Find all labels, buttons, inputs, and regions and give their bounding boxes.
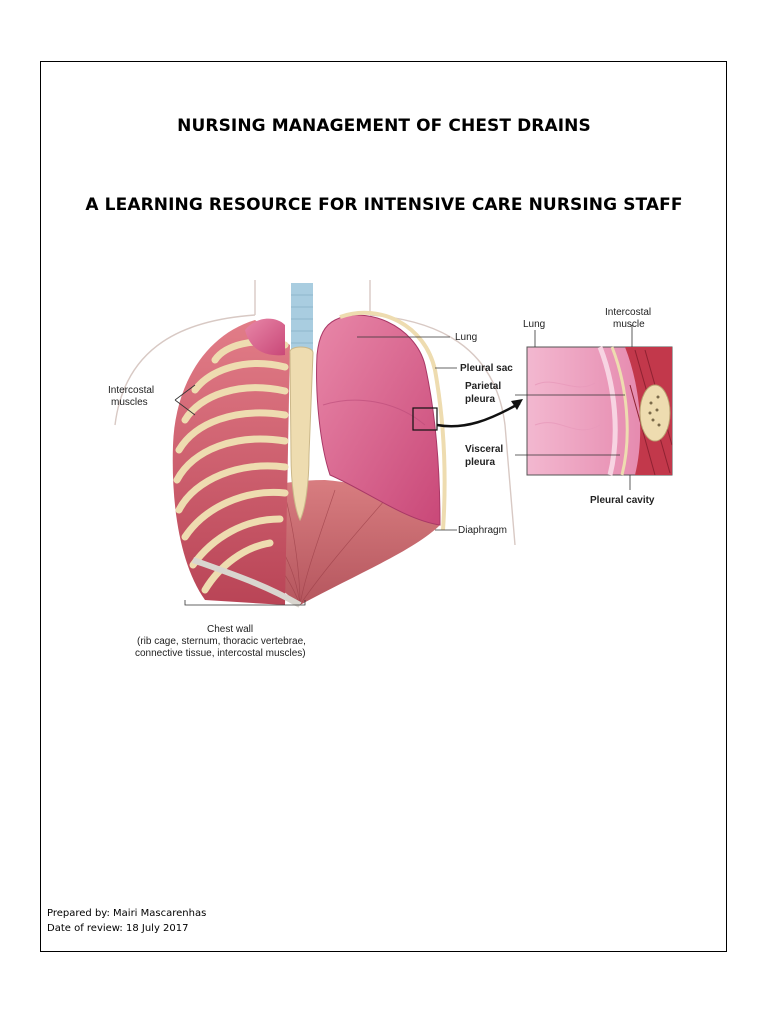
document-footer: Prepared by: Mairi Mascarenhas Date of r… [47, 906, 206, 936]
chest-anatomy-illustration: Intercostal muscles Lung Pleural sac Par… [108, 280, 673, 659]
costal-cartilage [191, 557, 302, 608]
sternum [289, 346, 314, 522]
inset-rib [639, 384, 671, 442]
ribs [173, 338, 289, 594]
label-chest-wall-2: (rib cage, sternum, thoracic vertebrae, [137, 636, 306, 647]
label-diaphragm: Diaphragm [458, 525, 507, 536]
detail-box [412, 407, 438, 431]
date-of-review: Date of review: 18 July 2017 [47, 923, 189, 934]
page-border [40, 61, 727, 952]
label-visceral-pleura-2: pleura [465, 457, 495, 468]
label-inset-intercostal-2: muscle [613, 319, 645, 330]
label-intercostal-muscles-1: Intercostal [108, 385, 154, 396]
label-intercostal-muscles-2: muscles [111, 397, 148, 408]
label-parietal-pleura-2: pleura [465, 394, 495, 405]
label-inset-lung: Lung [523, 319, 545, 330]
neck-outline [254, 280, 371, 315]
label-lung: Lung [455, 332, 477, 343]
label-inset-intercostal-1: Intercostal [605, 307, 651, 318]
document-title: NURSING MANAGEMENT OF CHEST DRAINS [177, 116, 591, 136]
detail-arrow [436, 401, 521, 428]
label-pleural-cavity: Pleural cavity [590, 495, 655, 506]
label-parietal-pleura-1: Parietal [465, 381, 501, 392]
lung-apex-left [245, 318, 285, 356]
prepared-by: Prepared by: Mairi Mascarenhas [47, 908, 207, 919]
document-subtitle: A LEARNING RESOURCE FOR INTENSIVE CARE N… [85, 195, 683, 215]
label-chest-wall-1: Chest wall [207, 624, 253, 635]
label-visceral-pleura-1: Visceral [465, 444, 503, 455]
lung-right [316, 314, 441, 526]
label-chest-wall-3: connective tissue, intercostal muscles) [135, 648, 306, 659]
pleural-edge [339, 310, 447, 531]
leader-lines [174, 325, 633, 606]
label-pleural-sac: Pleural sac [460, 363, 513, 374]
